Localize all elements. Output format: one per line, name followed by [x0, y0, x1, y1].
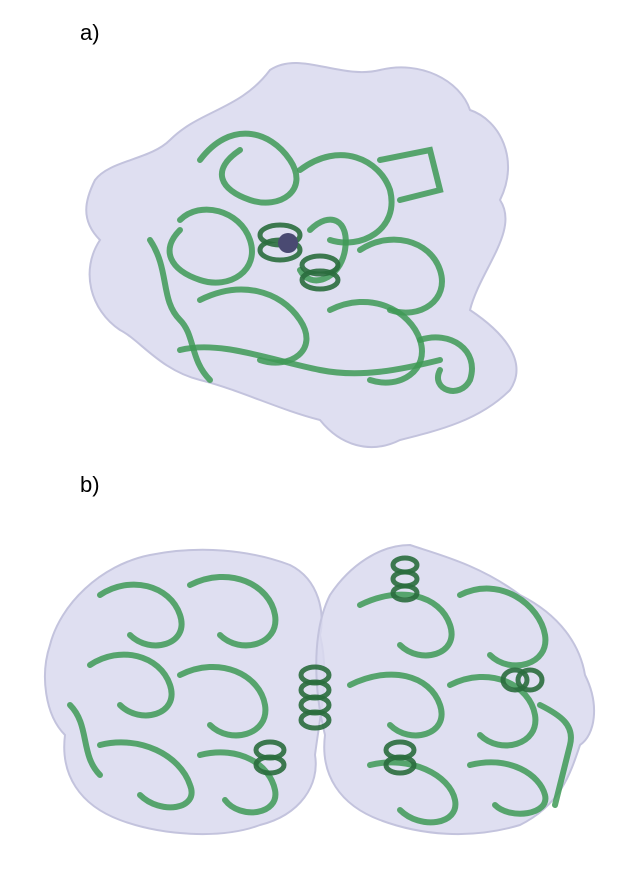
ribbon-b-left [67, 573, 279, 816]
ribbon-a [147, 130, 475, 394]
panel-label-b: b) [80, 472, 100, 497]
metal-ion [278, 233, 298, 253]
panel-label-a: a) [80, 20, 100, 45]
protein-structure-b [44, 543, 596, 836]
molecular-surface-b-left [44, 548, 326, 836]
ribbon-b-right [347, 585, 574, 826]
ribbon-helix-b [253, 555, 545, 776]
molecular-surface-b-right [315, 543, 596, 836]
protein-structure-a [85, 61, 518, 449]
